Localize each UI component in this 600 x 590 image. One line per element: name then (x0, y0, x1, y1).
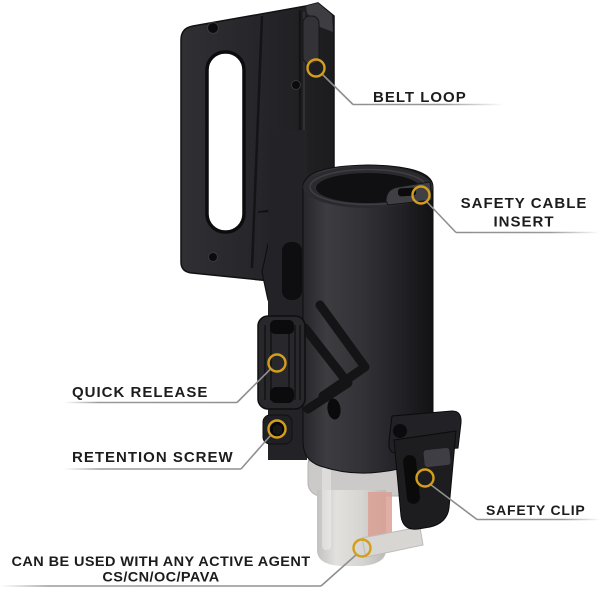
clip-hinge-knob (393, 424, 407, 438)
callout-belt-loop (321, 73, 503, 106)
agent-note-label-line2: CS/CN/OC/PAVA (102, 570, 220, 586)
callout-retention-screw (65, 434, 272, 470)
holster-body (300, 164, 434, 474)
retention-screw-label: RETENTION SCREW (72, 449, 234, 466)
clip-slot (403, 455, 420, 504)
mounting-hole-top (207, 22, 219, 34)
safety-clip (388, 410, 462, 530)
agent-note-label-line1: CAN BE USED WITH ANY ACTIVE AGENT (11, 554, 311, 570)
belt-loop-label: BELT LOOP (373, 89, 467, 106)
plate-top-fold (306, 3, 333, 32)
belt-slot (205, 50, 246, 234)
marker-safety-cable (411, 185, 431, 205)
quick-release-label: QUICK RELEASE (72, 384, 209, 401)
callout-safety-clip (430, 483, 599, 521)
marker-quick-release (267, 353, 287, 373)
callout-lines (1, 73, 599, 587)
rail-slot (282, 242, 302, 300)
callout-safety-cable (425, 200, 599, 234)
quick-release-latch (257, 315, 306, 410)
marker-agent-note (352, 538, 372, 558)
marker-circles (267, 58, 435, 558)
safety-cable-insert-label: SAFETY CABLE INSERT (445, 196, 600, 232)
plate-rail-tab (302, 15, 320, 65)
marker-safety-clip (415, 468, 435, 488)
boot-hole (327, 398, 341, 420)
mounting-hole-bottom (208, 252, 218, 262)
callout-quick-release (65, 368, 272, 404)
safety-cable-insert-label-line1: SAFETY CABLE (460, 195, 588, 213)
canister-clip-tab (361, 526, 424, 558)
callout-agent-note (1, 553, 358, 587)
marker-retention-screw (267, 419, 287, 439)
chevron-arrows-icon (300, 300, 370, 414)
safety-cable-insert-label-line2: INSERT (493, 213, 555, 230)
mounting-hole-mid (291, 80, 301, 90)
canister-label (368, 492, 392, 538)
safety-clip-label: SAFETY CLIP (486, 502, 586, 518)
marker-belt-loop (306, 58, 326, 78)
clip-notch (423, 447, 451, 468)
agent-note-label: CAN BE USED WITH ANY ACTIVE AGENT CS/CN/… (0, 554, 322, 585)
